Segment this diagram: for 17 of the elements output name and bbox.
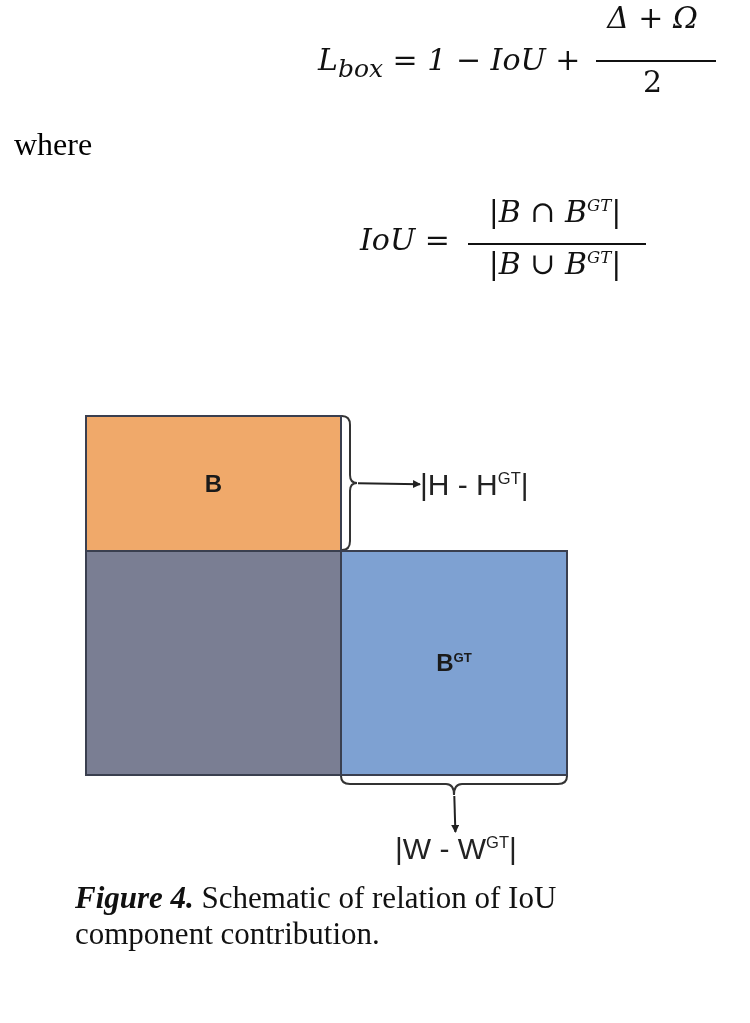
arrow (451, 795, 460, 833)
formula-text: IoU = (360, 222, 450, 257)
box: B (85, 415, 342, 552)
formula-text: 2 (641, 64, 664, 99)
formula-text: |B ∩ B$^{GT}$| (487, 194, 623, 229)
box: B$^{GT}$ (340, 550, 568, 776)
brace (340, 776, 568, 796)
brace (342, 415, 358, 551)
formula-text: L$_{box}$ = 1 − IoU + (318, 42, 581, 83)
arrow (357, 480, 421, 488)
formula-text: Δ + Ω (605, 0, 699, 35)
dimension-text: |W - W$^{GT}$| (395, 832, 517, 866)
formula-text: |B ∪ B$^{GT}$| (487, 246, 623, 281)
box (85, 550, 342, 776)
figure-caption: Figure 4. Schematic of relation of IoU component contribution. (75, 880, 558, 952)
dimension-text: |H - H$^{GT}$| (420, 468, 529, 502)
body-text: where (14, 126, 93, 163)
